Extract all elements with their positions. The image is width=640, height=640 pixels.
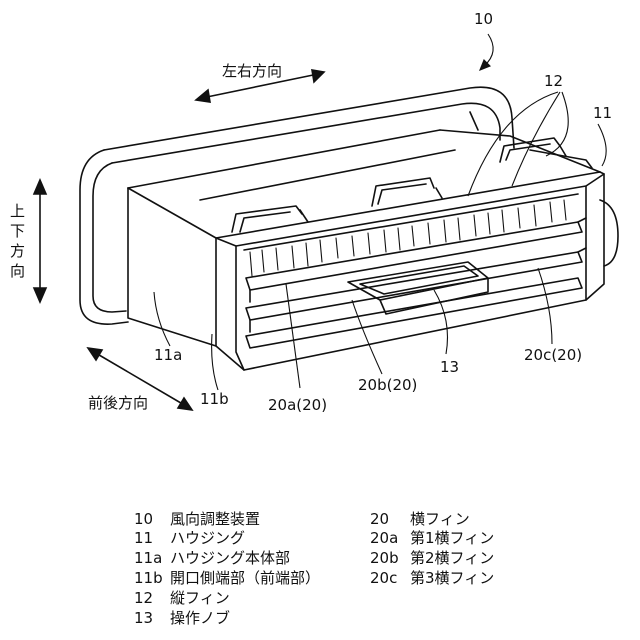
leader-lines — [154, 34, 606, 390]
rear-flange — [80, 87, 514, 324]
label-20c: 20c(20) — [524, 346, 582, 364]
label-13: 13 — [440, 358, 459, 376]
label-12: 12 — [544, 72, 563, 90]
leader-20c — [538, 268, 552, 344]
label-left-right-direction: 左右方向 — [222, 62, 282, 80]
vertical-fins — [250, 200, 566, 276]
label-20a: 20a(20) — [268, 396, 327, 414]
label-10: 10 — [474, 10, 493, 28]
leader-13 — [434, 290, 448, 354]
top-clips — [232, 138, 592, 232]
rear-connector — [600, 200, 618, 266]
leader-12c — [546, 92, 568, 156]
label-up-down-char-4: 向 — [10, 262, 25, 280]
label-up-down-char-2: 下 — [10, 222, 25, 240]
label-up-down-char-3: 方 — [10, 242, 25, 260]
label-11: 11 — [593, 104, 612, 122]
leader-11a — [154, 292, 170, 346]
leader-11 — [598, 124, 606, 166]
leader-20b — [352, 300, 382, 374]
label-11b: 11b — [200, 390, 229, 408]
label-11a: 11a — [154, 346, 182, 364]
label-front-back-direction: 前後方向 — [88, 394, 148, 412]
label-up-down-char-1: 上 — [10, 202, 25, 220]
label-20b: 20b(20) — [358, 376, 417, 394]
horizontal-fins — [246, 218, 586, 348]
leader-11b — [212, 334, 218, 390]
